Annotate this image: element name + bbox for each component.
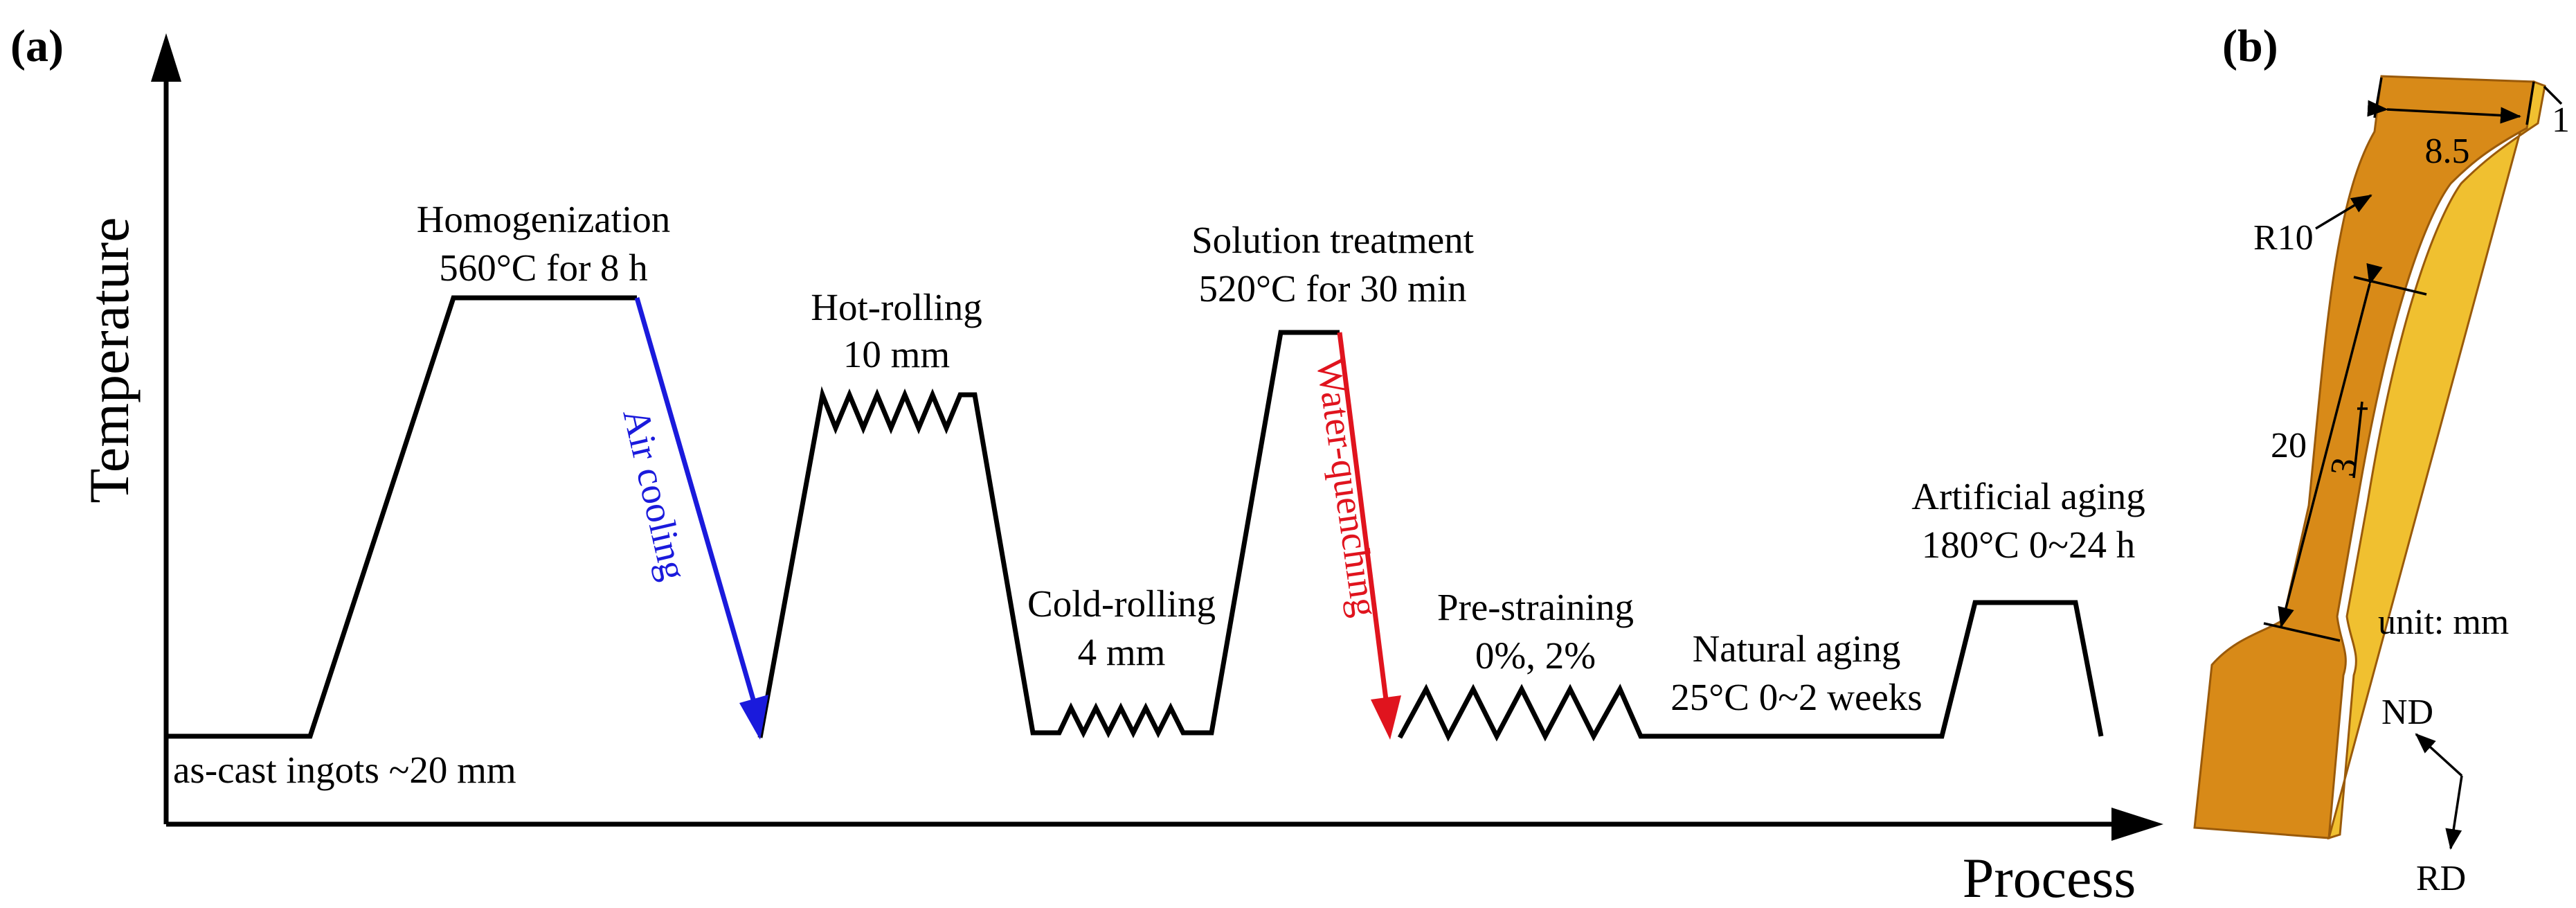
hot-rolling-detail: 10 mm	[843, 333, 950, 375]
specimen-edge	[2327, 80, 2546, 840]
hot-rolling-title: Hot-rolling	[811, 286, 982, 328]
direction-indicator: ND RD	[2381, 693, 2466, 898]
panel-b: (b) 8.5 1 R10 20	[2193, 21, 2570, 898]
unit-note: unit: mm	[2378, 603, 2509, 642]
cold-rolling-detail: 4 mm	[1078, 631, 1166, 673]
x-axis-arrowhead	[2111, 808, 2163, 841]
solution-treatment-detail: 520°C for 30 min	[1198, 267, 1466, 310]
water-quenching-label: Water-quenching	[1308, 355, 1387, 619]
cold-rolling-title: Cold-rolling	[1027, 582, 1216, 625]
gauge-extension-bottom	[2263, 622, 2341, 642]
radius-leader	[2315, 194, 2372, 230]
panel-b-label: (b)	[2222, 21, 2278, 71]
step-labels: as-cast ingots ~20 mm Homogenization 560…	[173, 198, 2145, 791]
grip-extension-right	[2525, 81, 2535, 125]
natural-aging-detail: 25°C 0~2 weeks	[1670, 676, 1922, 718]
homogenization-detail: 560°C for 8 h	[439, 247, 648, 289]
radius-value: R10	[2253, 218, 2314, 258]
gauge-width-leader	[2352, 401, 2363, 479]
gauge-length-dimension	[2278, 262, 2383, 628]
homogenization-title: Homogenization	[417, 198, 671, 240]
pre-straining-title: Pre-straining	[1437, 586, 1634, 628]
gauge-length-value: 20	[2271, 426, 2307, 465]
nd-arrow	[2415, 733, 2463, 777]
panel-a-label: (a)	[10, 21, 64, 71]
dimension-annotations: 8.5 1 R10 20 3 unit: mm	[2253, 77, 2570, 642]
y-axis-label: Temperature	[78, 217, 141, 503]
y-axis-arrowhead	[151, 33, 181, 82]
air-cooling-label: Air cooling	[615, 404, 695, 584]
water-quenching-arrow	[1337, 332, 1401, 740]
grip-width-value: 8.5	[2425, 132, 2470, 171]
rd-label: RD	[2416, 859, 2466, 898]
aging-profile	[1397, 600, 2104, 742]
thickness-leader	[2543, 85, 2563, 105]
artificial-aging-title: Artificial aging	[1911, 475, 2145, 517]
nd-label: ND	[2381, 693, 2433, 732]
rolling-solution-profile	[757, 330, 1340, 738]
rd-arrow	[2445, 775, 2463, 850]
solution-treatment-title: Solution treatment	[1191, 219, 1474, 261]
x-axis-label: Process	[1963, 846, 2136, 908]
natural-aging-title: Natural aging	[1693, 627, 1901, 670]
artificial-aging-detail: 180°C 0~24 h	[1922, 524, 2135, 566]
air-cooling-arrow	[634, 297, 768, 740]
grip-width-dimension	[2367, 100, 2521, 124]
panel-a: (a) Temperature Process	[10, 21, 2163, 908]
as-cast-label: as-cast ingots ~20 mm	[173, 749, 516, 791]
process-profile	[166, 295, 2104, 742]
thickness-value: 1	[2552, 100, 2570, 140]
axes: Temperature Process	[78, 33, 2163, 908]
tensile-specimen	[2193, 75, 2546, 840]
homogenization-profile	[166, 295, 637, 739]
pre-straining-detail: 0%, 2%	[1475, 634, 1596, 677]
